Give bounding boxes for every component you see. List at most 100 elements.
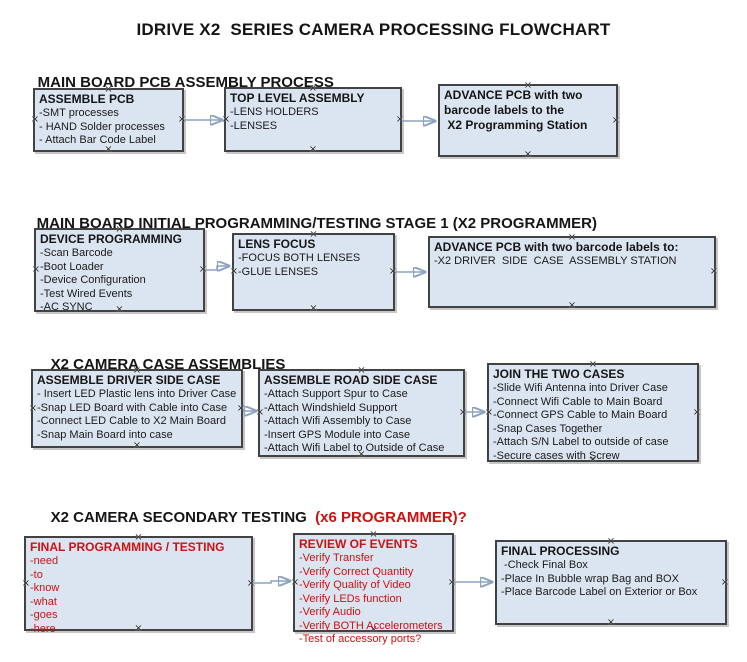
- section-header-secondary-testing: X2 CAMERA SECONDARY TESTING (x6 PROGRAMM…: [34, 492, 467, 543]
- box-line: -X2 DRIVER SIDE CASE ASSEMBLY STATION: [434, 255, 677, 267]
- connection-point-icon[interactable]: ×: [395, 113, 405, 125]
- flow-box-top-level-assembly[interactable]: × × × × TOP LEVEL ASSEMBLY -LENS HOLDERS…: [221, 83, 405, 155]
- connection-point-icon[interactable]: ×: [369, 624, 378, 635]
- flow-box-join-the-two-cases[interactable]: × × × × JOIN THE TWO CASES -Slide Wifi A…: [484, 359, 702, 465]
- connection-point-icon[interactable]: ×: [104, 144, 113, 155]
- box-line: -Connect Wifi Cable to Main Board: [493, 395, 663, 408]
- box-line: -Check Final Box: [501, 559, 588, 571]
- box-title: ADVANCE PCB with two: [444, 88, 583, 102]
- connection-point-icon[interactable]: ×: [692, 406, 702, 418]
- connection-point-icon[interactable]: ×: [588, 359, 598, 370]
- box-title: TOP LEVEL ASSEMBLY: [230, 91, 365, 105]
- connection-point-icon[interactable]: ×: [523, 149, 533, 160]
- flow-box-advance-pcb-driver-side-station[interactable]: × × × ADVANCE PCB with two barcode label…: [428, 232, 719, 311]
- connection-point-icon[interactable]: ×: [30, 114, 40, 125]
- connection-point-icon[interactable]: ×: [290, 576, 300, 588]
- flow-box-assemble-road-side-case[interactable]: × × × × ASSEMBLE ROAD SIDE CASE -Attach …: [255, 365, 468, 460]
- connection-point-icon[interactable]: ×: [709, 266, 719, 277]
- connection-point-icon[interactable]: ×: [246, 577, 256, 589]
- connection-point-icon[interactable]: ×: [369, 529, 378, 540]
- box-title: FINAL PROCESSING: [501, 544, 620, 558]
- box-line: -Verify BOTH Accelerometers: [299, 619, 443, 632]
- connection-point-icon[interactable]: ×: [606, 617, 616, 628]
- connection-point-icon[interactable]: ×: [357, 449, 366, 460]
- connection-point-icon[interactable]: ×: [255, 407, 265, 418]
- connection-point-icon[interactable]: ×: [31, 264, 41, 275]
- flow-box-assemble-driver-side-case[interactable]: × × × × ASSEMBLE DRIVER SIDE CASE - Inse…: [28, 365, 246, 451]
- connector-arrow-finalprog-to-review[interactable]: [253, 581, 290, 583]
- box-line: -Test of accessory ports?: [299, 633, 422, 645]
- connection-point-icon[interactable]: ×: [115, 224, 124, 235]
- box-line: -Attach Windshield Support: [264, 401, 398, 414]
- box-line: -Snap Cases Together: [493, 422, 603, 435]
- box-line: -Verify Quality of Video: [299, 579, 411, 591]
- box-line: - Insert LED Plastic lens into Driver Ca…: [37, 388, 237, 400]
- connection-point-icon[interactable]: ×: [308, 83, 318, 94]
- flow-box-device-programming[interactable]: × × × × DEVICE PROGRAMMING -Scan Barcode…: [31, 224, 208, 315]
- connection-point-icon[interactable]: ×: [229, 266, 239, 277]
- section-header-text: X2 CAMERA CASE ASSEMBLIES: [50, 356, 286, 373]
- flow-box-final-programming-testing[interactable]: × × × × FINAL PROGRAMMING / TESTING -nee…: [21, 532, 256, 635]
- box-line: -Place In Bubble wrap Bag and BOX: [501, 572, 679, 585]
- connection-point-icon[interactable]: ×: [115, 304, 124, 315]
- connection-point-icon[interactable]: ×: [523, 80, 533, 91]
- box-title: JOIN THE TWO CASES: [493, 367, 625, 381]
- connection-point-icon[interactable]: ×: [221, 113, 231, 125]
- box-line: -Verify Transfer: [299, 552, 374, 564]
- connection-point-icon[interactable]: ×: [28, 402, 38, 414]
- page-title: IDRIVE X2 SERIES CAMERA PROCESSING FLOWC…: [136, 20, 611, 39]
- flow-box-lens-focus[interactable]: × × × × LENS FOCUS -FOCUS BOTH LENSES -G…: [229, 229, 398, 314]
- connection-point-icon[interactable]: ×: [567, 232, 577, 243]
- box-line: barcode labels to the: [444, 103, 565, 117]
- box-line: -Snap LED Board with Cable into Case: [37, 401, 228, 414]
- box-title: REVIEW OF EVENTS: [299, 537, 418, 551]
- box-title: ASSEMBLE PCB: [39, 92, 135, 106]
- box-line: -Attach Wifi Label to Outside of Case: [264, 442, 445, 454]
- box-line: -SMT processes: [39, 107, 119, 119]
- box-line: -Attach S/N Label to outside of case: [493, 436, 669, 448]
- flow-box-final-processing[interactable]: × × × FINAL PROCESSING -Check Final Box …: [495, 536, 730, 628]
- connection-point-icon[interactable]: ×: [308, 144, 318, 155]
- connection-point-icon[interactable]: ×: [132, 440, 142, 451]
- connection-point-icon[interactable]: ×: [357, 365, 366, 376]
- connection-point-icon[interactable]: ×: [447, 576, 457, 588]
- connection-point-icon[interactable]: ×: [132, 365, 142, 376]
- box-line: -Connect GPS Cable to Main Board: [493, 409, 668, 421]
- connection-point-icon[interactable]: ×: [104, 84, 113, 95]
- connection-point-icon[interactable]: ×: [198, 264, 208, 275]
- box-line: -know: [30, 582, 60, 594]
- connection-point-icon[interactable]: ×: [309, 229, 318, 240]
- connection-point-icon[interactable]: ×: [309, 303, 318, 314]
- box-line: -LENS HOLDERS: [230, 106, 319, 118]
- connection-point-icon[interactable]: ×: [567, 300, 577, 311]
- connection-point-icon[interactable]: ×: [458, 407, 468, 418]
- connection-point-icon[interactable]: ×: [134, 532, 143, 543]
- section-header-text: MAIN BOARD PCB ASSEMBLY PROCESS: [37, 74, 334, 91]
- connector-arrow-device-to-lensfocus[interactable]: [205, 266, 229, 270]
- flow-box-assemble-pcb[interactable]: × × × × ASSEMBLE PCB -SMT processes - HA…: [30, 84, 187, 155]
- connection-point-icon[interactable]: ×: [388, 266, 398, 277]
- connection-point-icon[interactable]: ×: [588, 454, 598, 465]
- flow-box-advance-pcb-programming-station[interactable]: × × × ADVANCE PCB with two barcode label…: [438, 80, 621, 160]
- section-header-red-text: (x6 PROGRAMMER)?: [315, 509, 467, 526]
- section-header-text: MAIN BOARD INITIAL PROGRAMMING/TESTING S…: [36, 215, 597, 232]
- connection-point-icon[interactable]: ×: [177, 114, 187, 125]
- box-line: X2 Programming Station: [444, 118, 588, 132]
- box-line: -Insert GPS Module into Case: [264, 428, 411, 441]
- connection-point-icon[interactable]: ×: [134, 623, 143, 634]
- connection-point-icon[interactable]: ×: [720, 576, 730, 588]
- connection-point-icon[interactable]: ×: [21, 577, 31, 589]
- box-line: -Secure cases with Screw: [493, 449, 620, 462]
- box-line: -goes: [30, 609, 58, 621]
- box-line: -Place Barcode Label on Exterior or Box: [501, 586, 698, 598]
- connection-point-icon[interactable]: ×: [484, 406, 494, 418]
- flow-box-review-of-events[interactable]: × × × × REVIEW OF EVENTS -Verify Transfe…: [290, 529, 457, 646]
- box-line: -Verify Correct Quantity: [299, 565, 414, 578]
- connection-point-icon[interactable]: ×: [236, 402, 246, 414]
- connection-point-icon[interactable]: ×: [606, 536, 616, 547]
- box-title: DEVICE PROGRAMMING: [40, 232, 183, 246]
- connection-point-icon[interactable]: ×: [611, 114, 621, 126]
- box-line: -AC SYNC: [40, 301, 93, 313]
- box-title: ADVANCE PCB with two barcode labels to:: [434, 240, 679, 254]
